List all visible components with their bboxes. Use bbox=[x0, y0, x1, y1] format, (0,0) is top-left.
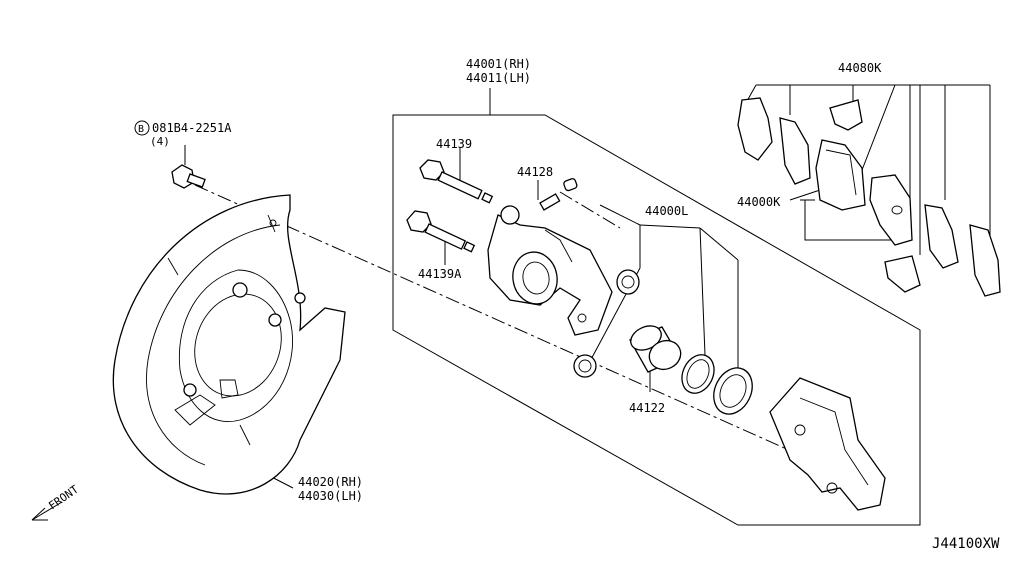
caliper-assembly-outline bbox=[392, 88, 921, 526]
pad-clips bbox=[829, 99, 921, 293]
backing-plate bbox=[112, 194, 346, 495]
circled-b-icon bbox=[134, 120, 150, 136]
brake-pads bbox=[815, 139, 913, 246]
mounting-bolt bbox=[171, 164, 206, 189]
label-bleeder: 44128 bbox=[517, 165, 553, 179]
diagram-id: J44100XW bbox=[932, 536, 1000, 552]
guide-pin-lower bbox=[406, 210, 476, 253]
bolt-marker-letter: B bbox=[138, 124, 144, 135]
label-pin-lower: 44139A bbox=[418, 267, 462, 281]
label-plate-rh: 44020(RH) bbox=[298, 475, 363, 489]
pin-boots bbox=[573, 269, 640, 378]
label-front: FRONT bbox=[46, 483, 81, 513]
piston-seals bbox=[681, 354, 753, 415]
label-bolt-qty: (4) bbox=[150, 135, 170, 148]
label-piston: 44122 bbox=[629, 401, 665, 415]
label-seal-kit: 44000L bbox=[645, 204, 688, 218]
pad-kit-outline bbox=[800, 199, 905, 241]
guide-pin-upper bbox=[419, 159, 494, 204]
axis-centerline-2 bbox=[559, 191, 621, 229]
label-pad-set: 44000K bbox=[737, 195, 781, 209]
front-arrow-icon bbox=[31, 501, 63, 521]
label-caliper-lh: 44011(LH) bbox=[466, 71, 531, 85]
caliper-bracket bbox=[769, 377, 886, 511]
bolt-callout: B 081B4-2251A (4) bbox=[134, 120, 232, 148]
axis-centerline bbox=[194, 184, 801, 456]
caliper-piston bbox=[629, 325, 682, 373]
bleeder-screw bbox=[539, 178, 578, 211]
label-pin-upper: 44139 bbox=[436, 137, 472, 151]
label-pad-kit: 44080K bbox=[838, 61, 882, 75]
label-bolt-part: 081B4-2251A bbox=[152, 121, 232, 135]
label-caliper-rh: 44001(RH) bbox=[466, 57, 531, 71]
caliper-body bbox=[487, 205, 613, 336]
label-plate-lh: 44030(LH) bbox=[298, 489, 363, 503]
front-indicator: FRONT bbox=[31, 483, 81, 521]
pad-shims bbox=[737, 97, 1001, 297]
